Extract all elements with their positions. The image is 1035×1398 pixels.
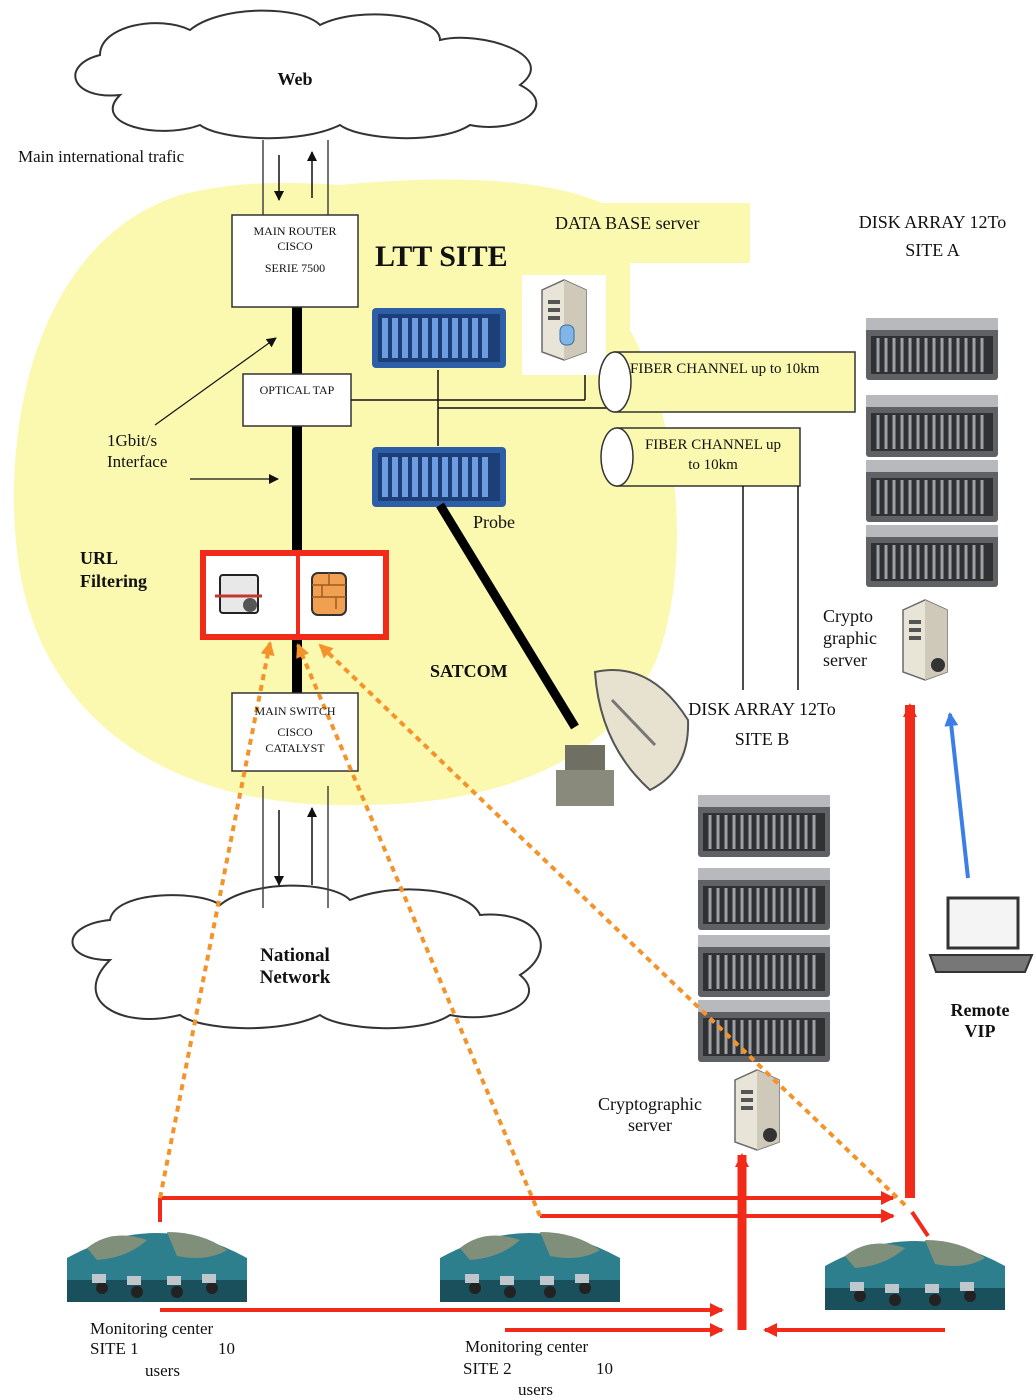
disk-array-b-line2: SITE B xyxy=(734,729,790,749)
monitoring-1-line3: users xyxy=(145,1361,180,1380)
probe-label: Probe xyxy=(473,512,515,532)
crypto-line1: Crypto xyxy=(823,606,874,626)
fiber-channel-1-label: FIBER CHANNEL up to 10km xyxy=(630,361,820,377)
interface-line1: 1Gbit/s xyxy=(107,431,158,450)
cryptographic-server-line2: server xyxy=(628,1115,672,1135)
fiber-channel-2-line2: to 10km xyxy=(688,457,738,473)
ltt-site-label: LTT SITE xyxy=(375,240,508,273)
main-switch-line3: CATALYST xyxy=(265,741,325,755)
disk-array-b-line1: DISK ARRAY 12To xyxy=(688,699,836,719)
fiber-channel-2-line1: FIBER CHANNEL up xyxy=(644,437,782,453)
main-traffic-label: Main international trafic xyxy=(18,147,185,166)
laptop-icon xyxy=(928,896,1034,973)
optical-tap-label: OPTICAL TAP xyxy=(259,383,335,397)
database-server-label: DATA BASE server xyxy=(555,213,700,233)
database-server-zone xyxy=(545,203,750,263)
web-cloud xyxy=(74,9,538,140)
national-network-cloud xyxy=(71,884,542,1030)
monitoring-2-line1: Monitoring center xyxy=(465,1337,589,1356)
main-router-line2: CISCO xyxy=(277,239,313,253)
monitoring-2-line2: SITE 2 xyxy=(463,1359,512,1378)
firewall-icon xyxy=(311,572,347,616)
monitoring-1-line2: SITE 1 xyxy=(90,1339,139,1358)
monitoring-2-count: 10 xyxy=(596,1359,613,1378)
disk-array-a-line1: DISK ARRAY 12To xyxy=(858,212,1007,232)
remote-vip-line2: VIP xyxy=(964,1021,996,1041)
main-router-box xyxy=(231,214,359,308)
cryptographic-server-line1: Cryptographic xyxy=(598,1094,702,1114)
url-filtering-line1: URL xyxy=(80,548,119,568)
satellite-dish-icon xyxy=(556,669,690,806)
main-router-line3: SERIE 7500 xyxy=(264,261,326,275)
url-filtering-line2: Filtering xyxy=(80,571,147,591)
filter-device-icon xyxy=(215,574,262,614)
main-switch-line2: CISCO xyxy=(277,725,313,739)
monitoring-1-count: 10 xyxy=(218,1339,235,1358)
national-network-line1: National xyxy=(260,945,330,966)
crypto-line3: server xyxy=(823,650,867,670)
disk-array-a-line2: SITE A xyxy=(905,240,960,260)
main-router-line1: MAIN ROUTER xyxy=(253,224,337,238)
crypto-line2: graphic xyxy=(823,628,877,648)
national-network-line2: Network xyxy=(259,967,331,988)
satcom-label: SATCOM xyxy=(430,661,508,681)
monitoring-1-line1: Monitoring center xyxy=(90,1319,214,1338)
web-label: Web xyxy=(277,69,313,89)
remote-vip-line1: Remote xyxy=(950,1000,1010,1020)
interface-line2: Interface xyxy=(107,452,168,471)
optical-tap-box xyxy=(242,373,352,427)
main-switch-line1: MAIN SWITCH xyxy=(254,704,336,718)
monitoring-2-line3: users xyxy=(518,1380,553,1398)
